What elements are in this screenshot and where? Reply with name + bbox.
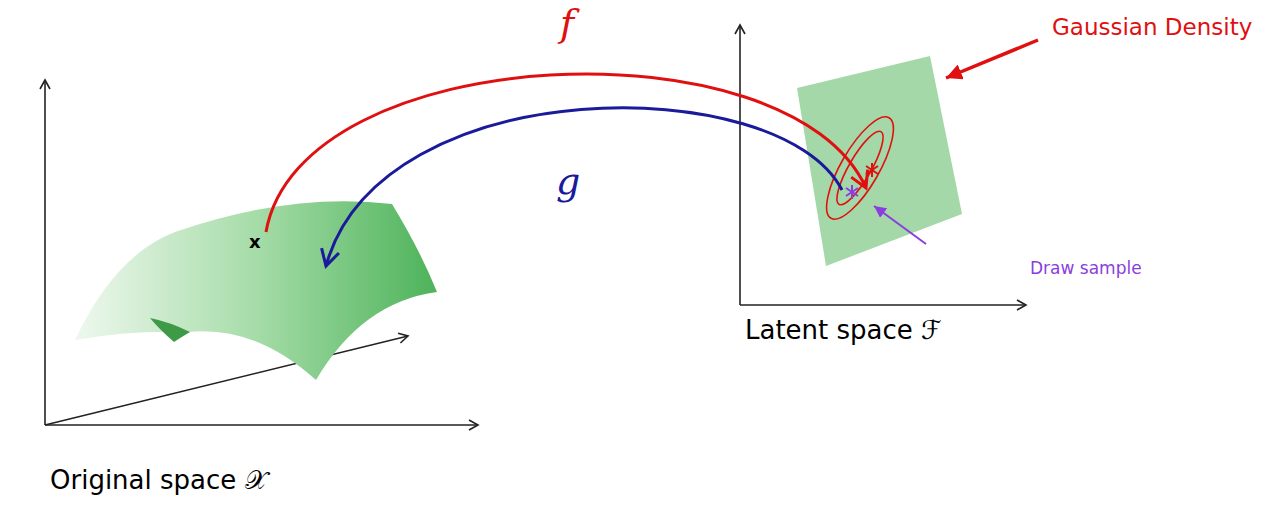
axis-caption: Original space 𝒳 — [50, 466, 267, 496]
map-name: f — [560, 2, 574, 46]
manifold-surface — [75, 201, 437, 380]
axes — [740, 25, 1026, 305]
leader-arrow — [946, 40, 1038, 78]
mean-marker — [866, 163, 878, 177]
point-marker: x — [249, 232, 261, 253]
leader-arrow — [874, 206, 926, 244]
map-name: g — [556, 160, 580, 204]
sample-marker — [846, 185, 858, 199]
axis-caption: Latent space ℱ — [745, 316, 942, 346]
gaussian-contours — [815, 108, 906, 227]
latent-plane — [797, 56, 962, 266]
callout-label: Draw sample — [1030, 259, 1142, 279]
callout-label: Gaussian Density — [1052, 14, 1252, 40]
axes — [45, 80, 478, 425]
surface-fold — [150, 318, 190, 342]
decoder-arc — [326, 108, 842, 266]
